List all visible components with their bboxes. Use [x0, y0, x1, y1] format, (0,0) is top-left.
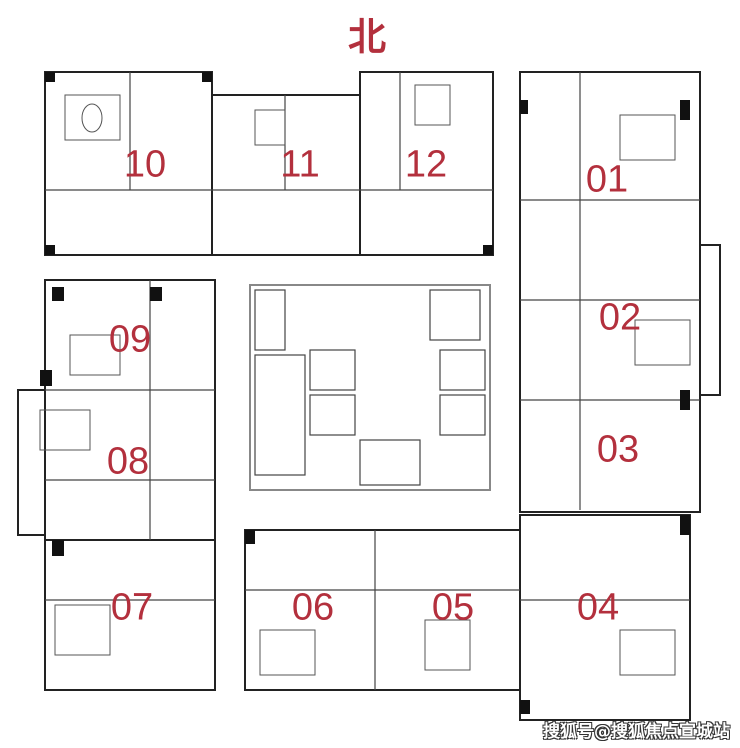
- block-south-east: [519, 514, 691, 721]
- unit-label-09: 09: [108, 318, 152, 361]
- block-east-bulge: [699, 244, 721, 396]
- unit-label-07: 07: [110, 586, 154, 629]
- watermark: 搜狐号@搜狐焦点宣城站: [543, 722, 730, 742]
- block-south-middle: [244, 529, 521, 691]
- core: [249, 284, 491, 491]
- north-label: 北: [348, 15, 387, 59]
- unit-label-04: 04: [576, 586, 620, 629]
- unit-label-11: 11: [280, 143, 320, 186]
- unit-label-08: 08: [106, 440, 150, 483]
- unit-label-12: 12: [404, 143, 448, 186]
- block-west-bulge: [17, 389, 46, 536]
- unit-label-05: 05: [431, 586, 475, 629]
- block-south-west: [44, 539, 216, 691]
- block-north-east: [359, 71, 494, 256]
- unit-label-03: 03: [596, 428, 640, 471]
- unit-label-10: 10: [123, 143, 167, 186]
- unit-label-01: 01: [585, 158, 629, 201]
- unit-label-02: 02: [598, 296, 642, 339]
- unit-label-06: 06: [291, 586, 335, 629]
